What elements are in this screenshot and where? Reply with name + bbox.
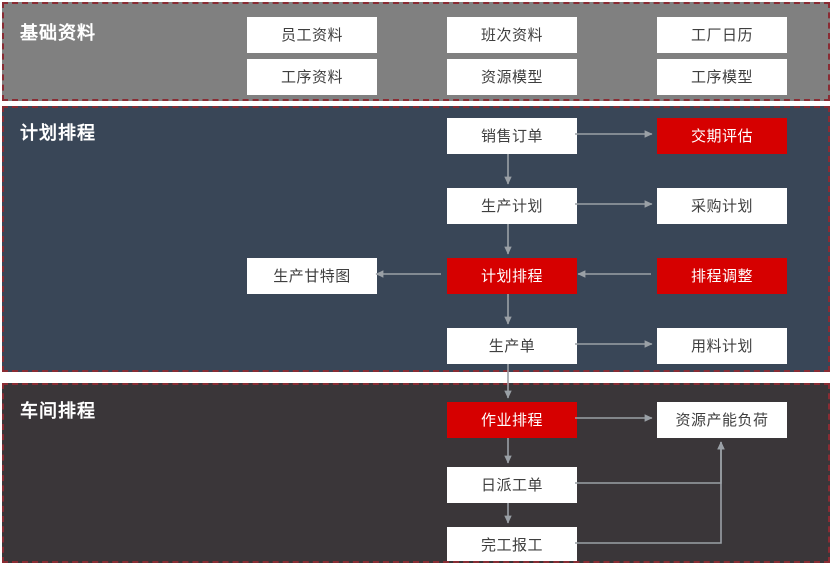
node-sales-order[interactable]: 销售订单: [447, 118, 577, 154]
node-shift-data[interactable]: 班次资料: [447, 17, 577, 53]
node-resource-model[interactable]: 资源模型: [447, 59, 577, 95]
node-resource-capacity[interactable]: 资源产能负荷: [657, 402, 787, 438]
section-plan-scheduling: 计划排程 销售订单 交期评估 生产计划 采购计划 生产甘特图 计划排程 排程调整…: [2, 106, 830, 372]
node-label: 交期评估: [690, 127, 753, 145]
section-title-shop-scheduling: 车间排程: [20, 401, 96, 421]
node-label: 工序资料: [280, 68, 343, 86]
node-purchase-plan[interactable]: 采购计划: [657, 188, 787, 224]
node-label: 工序模型: [690, 68, 753, 86]
section-title-basic-data: 基础资料: [20, 23, 96, 43]
node-label: 排程调整: [690, 267, 753, 285]
node-label: 生产单: [488, 337, 536, 355]
node-label: 工厂日历: [690, 26, 753, 44]
node-label: 完工报工: [480, 536, 543, 554]
node-process-model[interactable]: 工序模型: [657, 59, 787, 95]
node-production-order[interactable]: 生产单: [447, 328, 577, 364]
node-label: 日派工单: [480, 476, 543, 494]
node-plan-schedule[interactable]: 计划排程: [447, 258, 577, 294]
node-employee-data[interactable]: 员工资料: [247, 17, 377, 53]
node-job-schedule[interactable]: 作业排程: [447, 402, 577, 438]
node-daily-dispatch[interactable]: 日派工单: [447, 467, 577, 503]
node-label: 资源产能负荷: [675, 411, 769, 429]
node-label: 生产计划: [480, 197, 543, 215]
node-label: 员工资料: [280, 26, 343, 44]
node-label: 班次资料: [480, 26, 543, 44]
node-label: 生产甘特图: [273, 267, 351, 285]
node-factory-calendar[interactable]: 工厂日历: [657, 17, 787, 53]
node-label: 采购计划: [690, 197, 753, 215]
node-schedule-adjust[interactable]: 排程调整: [657, 258, 787, 294]
section-title-plan-scheduling: 计划排程: [20, 123, 96, 143]
node-label: 用料计划: [690, 337, 753, 355]
node-material-plan[interactable]: 用料计划: [657, 328, 787, 364]
node-production-gantt[interactable]: 生产甘特图: [247, 258, 377, 294]
section-shop-scheduling: 车间排程 作业排程 资源产能负荷 日派工单 完工报工: [2, 383, 830, 563]
node-label: 作业排程: [480, 411, 543, 429]
node-work-report[interactable]: 完工报工: [447, 527, 577, 561]
node-label: 计划排程: [480, 267, 543, 285]
section-basic-data: 基础资料 员工资料 工序资料 班次资料 资源模型 工厂日历 工序模型: [2, 2, 830, 101]
node-production-plan[interactable]: 生产计划: [447, 188, 577, 224]
node-delivery-eval[interactable]: 交期评估: [657, 118, 787, 154]
node-label: 资源模型: [480, 68, 543, 86]
node-process-data[interactable]: 工序资料: [247, 59, 377, 95]
node-label: 销售订单: [480, 127, 543, 145]
